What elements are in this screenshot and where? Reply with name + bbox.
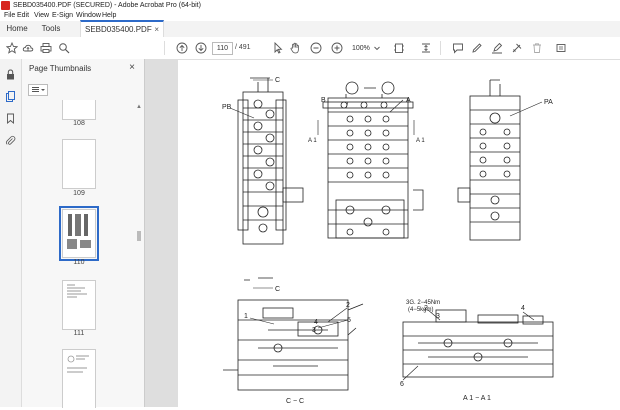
more-tools-icon[interactable] [555,42,567,54]
thumbnail-label: 110 [73,259,85,266]
hand-icon[interactable] [289,42,301,54]
cloud-icon[interactable] [22,42,34,54]
callout-5: 5 [347,317,351,324]
toolbar: 110 / 491 100% [0,37,620,60]
chevron-down-icon[interactable] [374,42,380,54]
thumbnail-109[interactable] [62,139,96,189]
callout-1: 1 [244,313,248,320]
page-thumbnails-icon[interactable] [5,91,16,102]
menu-bar: File Edit View E-Sign Window Help [0,11,620,21]
torque-spec: 3G. 2−45Nm [406,300,440,306]
callout-4: 4 [314,319,318,326]
menu-help[interactable]: Help [102,12,117,19]
thumbnail-111[interactable] [62,280,96,330]
delete-icon[interactable] [531,42,543,54]
menu-window[interactable]: Window [76,12,101,19]
print-icon[interactable] [40,42,52,54]
window-title: SEBD035400.PDF (SECURED) - Adobe Acrobat… [13,2,201,9]
attachment-icon[interactable] [5,135,16,146]
tab-home[interactable]: Home [6,24,28,33]
thumbnail-108[interactable] [62,100,96,120]
select-cursor-icon[interactable] [272,42,284,54]
section-marker-c-bottom: C [275,286,280,293]
thumbnail-text [67,355,89,373]
page-thumbnails-panel: Page Thumbnails × 108 109 110 111 ▲ [22,59,145,408]
port-label-a: A [406,97,411,104]
options-menu-icon[interactable] [28,84,48,96]
page-fit-icon[interactable] [393,42,405,54]
section-marker-a1-right: A 1 [416,138,425,144]
thumbnail-text [67,284,87,298]
star-icon[interactable] [6,42,18,54]
menu-esign[interactable]: E-Sign [52,12,74,19]
section-title-cc: C − C [286,398,304,405]
port-label-b: B [321,97,326,104]
highlighter-icon[interactable] [491,42,503,54]
menu-edit[interactable]: Edit [17,12,30,19]
section-marker-a1-left: A 1 [308,138,317,144]
callout-2b: 2 [424,305,428,312]
pdf-page: PB B A PA C C A 1 A 1 C − C A 1 − A 1 3G… [178,60,620,407]
tab-tools[interactable]: Tools [41,24,61,33]
zoom-in-icon[interactable] [331,42,343,54]
title-bar: SEBD035400.PDF (SECURED) - Adobe Acrobat… [0,0,620,11]
panel-title: Page Thumbnails [29,64,92,73]
page-number-input[interactable]: 110 [212,42,233,55]
thumbnail-scrollbar[interactable]: ▲ [136,104,142,404]
close-panel-icon[interactable]: × [129,62,135,73]
section-title-a1: A 1 − A 1 [463,395,491,402]
thumbnail-label: 109 [73,190,85,197]
page-down-icon[interactable] [195,42,207,54]
thumbnail-110[interactable] [59,206,99,261]
bookmark-icon[interactable] [5,113,16,124]
callout-2: 2 [346,302,350,309]
scroll-up-icon[interactable]: ▲ [136,104,142,110]
port-label-pa: PA [544,99,553,106]
comment-icon[interactable] [452,42,464,54]
menu-view[interactable]: View [34,12,50,19]
zoom-out-icon[interactable] [310,42,322,54]
scroll-mode-icon[interactable] [420,42,432,54]
magnifier-icon[interactable] [58,42,70,54]
acrobat-icon [1,1,10,10]
thumbnail-label: 108 [73,120,85,127]
callout-3: 3 [312,327,316,334]
callout-3b: 3 [436,313,440,320]
tab-bar: Home Tools SEBD035400.PDF (... × [0,20,620,50]
thumbnail-112[interactable] [62,349,96,408]
thumbnail-label: 111 [73,330,85,337]
scrollbar-thumb[interactable] [137,231,141,241]
callout-4b: 4 [521,305,525,312]
page-up-icon[interactable] [176,42,188,54]
lock-icon[interactable] [5,69,16,80]
stamp-icon[interactable] [511,42,523,54]
hydraulic-valve-drawing: PB B A PA C C A 1 A 1 C − C A 1 − A 1 3G… [222,77,554,405]
page-count: / 491 [235,44,251,51]
zoom-select[interactable]: 100% [352,45,370,52]
torque-spec-kgm: (4−5kgm) [408,307,434,313]
callout-6: 6 [400,381,404,388]
close-icon[interactable]: × [154,25,159,34]
navigation-strip [0,59,22,407]
section-marker-c-top: C [275,77,280,84]
port-label-pb: PB [222,104,232,111]
pen-icon[interactable] [471,42,483,54]
thumbnail-drawing [67,214,91,249]
menu-file[interactable]: File [4,12,16,19]
document-viewport: ◂ [145,59,620,407]
